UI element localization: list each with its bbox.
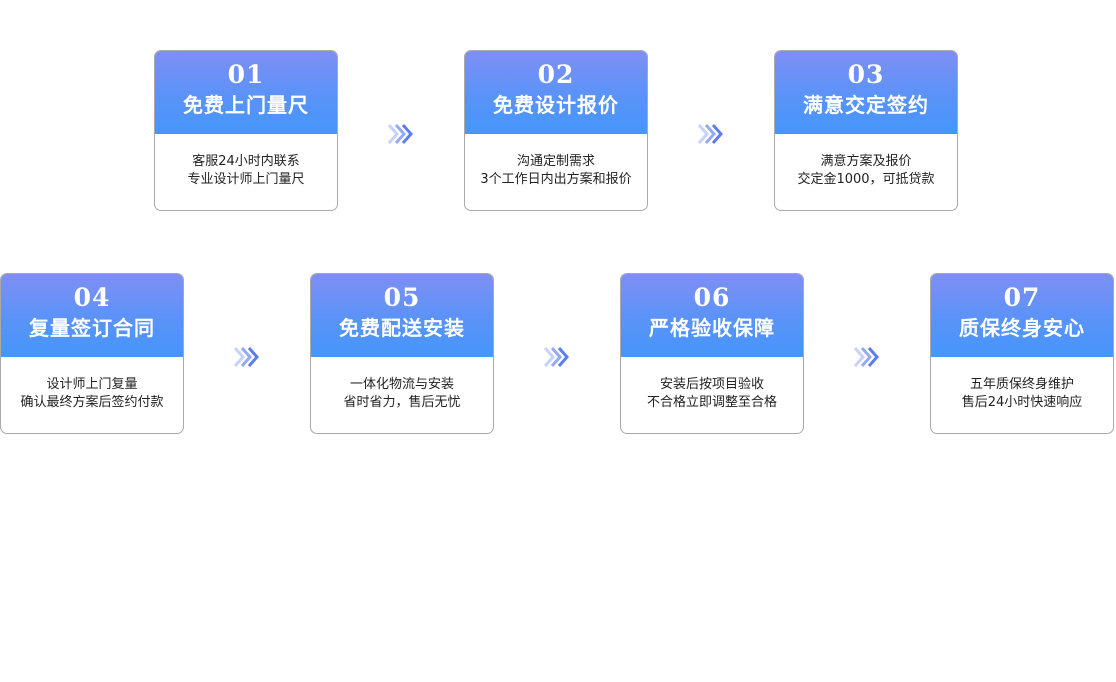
step-header: 05 免费配送安装 xyxy=(311,274,493,357)
step-description-line: 安装后按项目验收 xyxy=(659,377,764,392)
triple-chevron-right-icon xyxy=(543,347,570,367)
step-header: 06 严格验收保障 xyxy=(621,274,803,357)
step-header: 04 复量签订合同 xyxy=(1,274,183,357)
step-description-line: 沟通定制需求 xyxy=(516,154,595,169)
step-header: 03 满意交定签约 xyxy=(775,51,957,134)
step-description-line: 专业设计师上门量尺 xyxy=(187,172,305,187)
step-description: 客服24小时内联系 专业设计师上门量尺 xyxy=(155,134,337,189)
step-title: 复量签订合同 xyxy=(29,316,155,340)
step-number: 04 xyxy=(73,283,111,312)
step-card-05: 05 免费配送安装 一体化物流与安装 省时省力，售后无忧 xyxy=(310,273,494,434)
step-card-02: 02 免费设计报价 沟通定制需求 3个工作日内出方案和报价 xyxy=(464,50,648,211)
step-description: 设计师上门复量 确认最终方案后签约付款 xyxy=(1,357,183,412)
step-description: 一体化物流与安装 省时省力，售后无忧 xyxy=(311,357,493,412)
step-description-line: 不合格立即调整至合格 xyxy=(646,395,777,410)
step-title: 免费上门量尺 xyxy=(183,93,309,117)
step-description: 安装后按项目验收 不合格立即调整至合格 xyxy=(621,357,803,412)
step-card-07: 07 质保终身安心 五年质保终身维护 售后24小时快速响应 xyxy=(930,273,1114,434)
step-card-01: 01 免费上门量尺 客服24小时内联系 专业设计师上门量尺 xyxy=(154,50,338,211)
step-card-04: 04 复量签订合同 设计师上门复量 确认最终方案后签约付款 xyxy=(0,273,184,434)
step-number: 03 xyxy=(847,60,885,89)
step-description: 沟通定制需求 3个工作日内出方案和报价 xyxy=(465,134,647,189)
step-header: 01 免费上门量尺 xyxy=(155,51,337,134)
step-number: 05 xyxy=(383,283,421,312)
step-title: 免费配送安装 xyxy=(339,316,465,340)
step-description-line: 3个工作日内出方案和报价 xyxy=(480,172,632,187)
step-number: 02 xyxy=(537,60,575,89)
step-header: 07 质保终身安心 xyxy=(931,274,1113,357)
step-description-line: 一体化物流与安装 xyxy=(349,377,454,392)
step-description: 满意方案及报价 交定金1000，可抵贷款 xyxy=(775,134,957,189)
step-number: 06 xyxy=(693,283,731,312)
step-card-06: 06 严格验收保障 安装后按项目验收 不合格立即调整至合格 xyxy=(620,273,804,434)
step-description: 五年质保终身维护 售后24小时快速响应 xyxy=(931,357,1113,412)
step-header: 02 免费设计报价 xyxy=(465,51,647,134)
step-title: 严格验收保障 xyxy=(649,316,775,340)
step-number: 07 xyxy=(1003,283,1041,312)
step-description-line: 省时省力，售后无忧 xyxy=(343,395,461,410)
triple-chevron-right-icon xyxy=(697,124,724,144)
step-description-line: 交定金1000，可抵贷款 xyxy=(797,172,935,187)
step-description-line: 满意方案及报价 xyxy=(820,154,912,169)
step-number: 01 xyxy=(227,60,265,89)
step-card-03: 03 满意交定签约 满意方案及报价 交定金1000，可抵贷款 xyxy=(774,50,958,211)
step-title: 质保终身安心 xyxy=(959,316,1085,340)
step-description-line: 五年质保终身维护 xyxy=(969,377,1074,392)
step-description-line: 设计师上门复量 xyxy=(46,377,138,392)
triple-chevron-right-icon xyxy=(853,347,880,367)
step-title: 满意交定签约 xyxy=(803,93,929,117)
triple-chevron-right-icon xyxy=(233,347,260,367)
triple-chevron-right-icon xyxy=(387,124,414,144)
step-description-line: 售后24小时快速响应 xyxy=(961,395,1083,410)
step-description-line: 客服24小时内联系 xyxy=(192,154,300,169)
step-description-line: 确认最终方案后签约付款 xyxy=(20,395,164,410)
step-title: 免费设计报价 xyxy=(493,93,619,117)
